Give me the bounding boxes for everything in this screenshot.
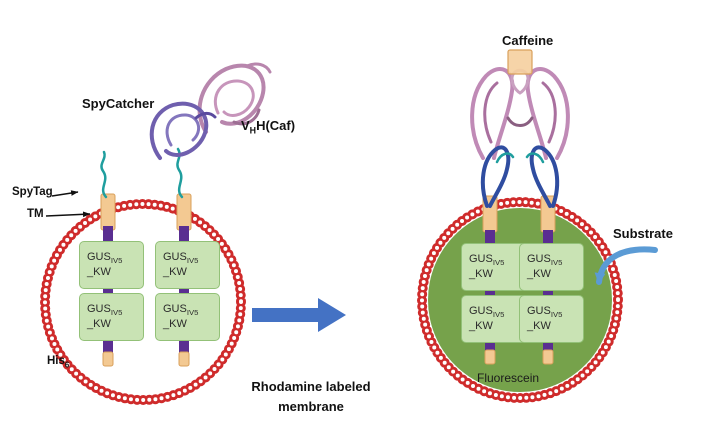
fluorescein-label: Fluorescein <box>477 371 539 385</box>
vhh-caf-label: VHH(Caf) <box>241 118 295 136</box>
gus-box: GUSIV5 _KW <box>519 243 584 291</box>
gus-name-text: GUS <box>87 303 111 316</box>
spycatcher-vhh-ribbon-structure <box>149 62 272 160</box>
caffeine-molecule-icon <box>507 49 533 75</box>
gus-kw-text: _KW <box>163 265 187 278</box>
caffeine-label: Caffeine <box>502 33 553 48</box>
tm-pointer-arrow <box>45 211 91 218</box>
gus-name-text: GUS <box>527 305 551 318</box>
gus-kw-text: _KW <box>527 319 551 332</box>
spytag-strands <box>100 147 184 199</box>
gus-box: GUSIV5 _KW <box>79 241 144 289</box>
gus-sub-text: IV5 <box>550 310 563 320</box>
gus-box: GUSIV5 _KW <box>461 243 526 291</box>
gus-name-text: GUS <box>163 303 187 316</box>
spycatcher-label-text: SpyCatcher <box>82 96 155 111</box>
his-sub-text: 6 <box>64 360 70 370</box>
spytag-label: SpyTag <box>12 186 53 198</box>
his6-label: His6 <box>47 355 69 369</box>
gus-box: GUSIV5 _KW <box>155 241 220 289</box>
substrate-label-text: Substrate <box>613 226 673 241</box>
gus-kw-text: _KW <box>87 317 111 330</box>
gus-box: GUSIV5 _KW <box>79 293 144 341</box>
tm-label-text: TM <box>27 208 44 220</box>
left-vesicle-membrane <box>40 199 246 405</box>
gus-sub-text: IV5 <box>550 258 563 268</box>
rhodamine-membrane-label: Rhodamine labeled membrane <box>232 377 390 416</box>
gus-sub-text: IV5 <box>110 308 123 318</box>
gus-box-line1: GUSIV5 <box>469 253 525 267</box>
gus-name-text: GUS <box>527 253 551 266</box>
vhh-v-text: V <box>241 118 250 133</box>
vhh-caf-text: H(Caf) <box>256 118 296 133</box>
gus-name-text: GUS <box>87 251 111 264</box>
gus-sub-text: IV5 <box>492 258 505 268</box>
vhh-h-sub-text: H <box>249 125 257 136</box>
substrate-arrow <box>594 246 658 285</box>
gus-sub-text: IV5 <box>186 308 199 318</box>
gus-name-text: GUS <box>469 253 493 266</box>
gus-name-text: GUS <box>469 305 493 318</box>
caffeine-label-text: Caffeine <box>502 33 554 48</box>
spytag-pointer-arrow <box>51 190 79 197</box>
antibody-complex-ribbon-structure <box>470 67 570 208</box>
gus-box: GUSIV5 _KW <box>519 295 584 343</box>
gus-box-line1: GUSIV5 <box>87 251 143 265</box>
gus-box-line1: GUSIV5 <box>527 253 583 267</box>
substrate-label: Substrate <box>613 226 673 241</box>
gus-sub-text: IV5 <box>492 310 505 320</box>
gus-kw-text: _KW <box>87 265 111 278</box>
his-text: His <box>47 355 65 367</box>
gus-name-text: GUS <box>163 251 187 264</box>
gus-box-line1: GUSIV5 <box>163 251 219 265</box>
gus-box-line1: GUSIV5 <box>163 303 219 317</box>
gus-kw-text: _KW <box>469 319 493 332</box>
fluorescein-label-text: Fluorescein <box>477 371 540 385</box>
right-vesicle-membrane <box>417 197 623 403</box>
gus-box-line1: GUSIV5 <box>87 303 143 317</box>
gus-box-line1: GUSIV5 <box>527 305 583 319</box>
gus-box: GUSIV5 _KW <box>155 293 220 341</box>
gus-sub-text: IV5 <box>186 256 199 266</box>
spycatcher-label: SpyCatcher <box>82 96 154 111</box>
gus-box-line1: GUSIV5 <box>469 305 525 319</box>
tm-label: TM <box>27 208 44 220</box>
gus-kw-text: _KW <box>527 267 551 280</box>
gus-sub-text: IV5 <box>110 256 123 266</box>
spytag-label-text: SpyTag <box>12 186 53 198</box>
gus-box: GUSIV5 _KW <box>461 295 526 343</box>
gus-kw-text: _KW <box>163 317 187 330</box>
gus-kw-text: _KW <box>469 267 493 280</box>
transition-arrow <box>252 298 346 332</box>
rhodamine-membrane-text: Rhodamine labeled membrane <box>251 379 371 414</box>
left-membrane-proteins <box>100 193 192 367</box>
